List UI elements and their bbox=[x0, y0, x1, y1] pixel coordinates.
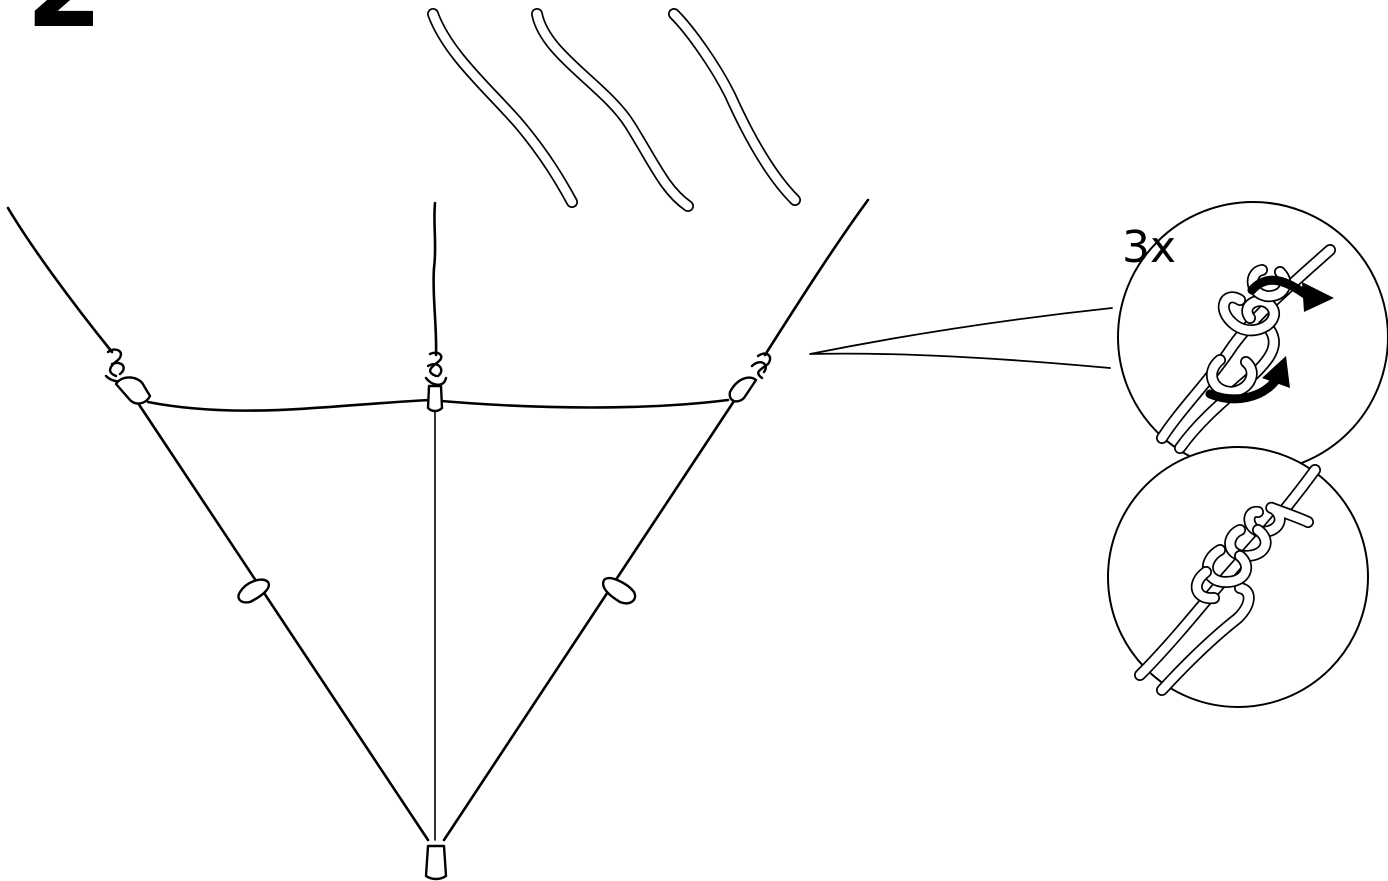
loose-cord-1 bbox=[427, 8, 578, 208]
frame bbox=[6, 198, 870, 842]
arrow-right-icon bbox=[1247, 275, 1334, 312]
curved-arrow-icon bbox=[1205, 356, 1290, 404]
middle-knot bbox=[424, 351, 448, 413]
right-upper-rope bbox=[763, 198, 870, 357]
step-number: 2 bbox=[26, 0, 103, 52]
repeat-label: 3x bbox=[1122, 222, 1176, 273]
left-upper-rope bbox=[6, 206, 114, 354]
callout-pointer bbox=[809, 307, 1113, 369]
loose-cord-2 bbox=[531, 8, 694, 212]
detail-circle-result bbox=[1107, 446, 1369, 708]
loose-cords bbox=[427, 8, 801, 212]
left-bead bbox=[237, 578, 271, 604]
detail-circle-tying bbox=[1117, 201, 1388, 473]
left-knot bbox=[104, 348, 152, 405]
loose-cord-3 bbox=[668, 8, 801, 206]
left-side-rope bbox=[130, 392, 430, 842]
bottom-end-cap bbox=[424, 844, 448, 881]
right-knot bbox=[728, 352, 772, 403]
right-side-rope bbox=[442, 390, 742, 842]
middle-upper-rope bbox=[432, 201, 438, 357]
right-bead bbox=[601, 577, 637, 605]
